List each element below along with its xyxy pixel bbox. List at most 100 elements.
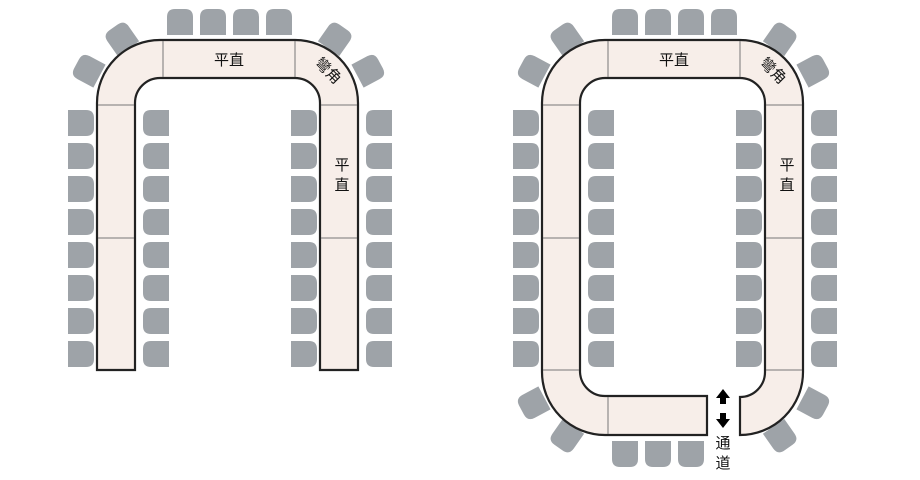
seat (266, 9, 292, 35)
seat (143, 242, 169, 268)
seat (366, 143, 392, 169)
seat (513, 275, 539, 301)
loop-top-seats (612, 9, 737, 35)
seat (167, 9, 193, 35)
seat (645, 441, 671, 467)
seat (736, 308, 762, 334)
loop-bottom-seats (612, 441, 704, 467)
seat (366, 275, 392, 301)
label-straight-side: 平直 (334, 156, 349, 194)
seat (143, 176, 169, 202)
seat (513, 143, 539, 169)
seat (68, 308, 94, 334)
seat (612, 9, 638, 35)
seat (588, 209, 614, 235)
seat (291, 209, 317, 235)
seat (68, 275, 94, 301)
u-table-joints (98, 41, 357, 239)
seat (736, 341, 762, 367)
seat (612, 441, 638, 467)
seat (588, 275, 614, 301)
seat (736, 242, 762, 268)
seat (588, 176, 614, 202)
seat (811, 209, 837, 235)
seat (291, 275, 317, 301)
seat (736, 110, 762, 136)
u-left-inner-seats (143, 110, 169, 367)
seat (678, 9, 704, 35)
up-arrow-icon (716, 389, 730, 404)
seat (736, 275, 762, 301)
seat (68, 209, 94, 235)
seat (291, 143, 317, 169)
u-right-outer-seats (366, 110, 392, 367)
seat (811, 176, 837, 202)
u-table (95, 38, 360, 372)
seat (143, 341, 169, 367)
seat (233, 9, 259, 35)
seat (291, 110, 317, 136)
seat (68, 242, 94, 268)
down-arrow-icon (716, 413, 730, 428)
seat (513, 176, 539, 202)
seat (736, 176, 762, 202)
seat (366, 176, 392, 202)
seat (678, 441, 704, 467)
seat (736, 143, 762, 169)
seat (513, 209, 539, 235)
seat (645, 9, 671, 35)
loop-left-inner-seats (588, 110, 614, 367)
seat (811, 110, 837, 136)
seat (351, 52, 387, 88)
seat (366, 308, 392, 334)
seat (291, 341, 317, 367)
seat (736, 209, 762, 235)
seat (143, 143, 169, 169)
u-shape-layout: 平直 彎角 平直 (68, 9, 392, 372)
seat (811, 341, 837, 367)
seat (811, 242, 837, 268)
seat (588, 308, 614, 334)
seat (811, 275, 837, 301)
seat (513, 308, 539, 334)
loop-table-main (540, 38, 805, 437)
seat (588, 341, 614, 367)
seat (68, 176, 94, 202)
seat (68, 143, 94, 169)
seat (588, 143, 614, 169)
seat (143, 308, 169, 334)
label-straight-top: 平直 (659, 51, 689, 69)
seat (588, 110, 614, 136)
loop-left-outer-seats (513, 110, 539, 367)
seat (291, 242, 317, 268)
seat (711, 9, 737, 35)
seat (366, 209, 392, 235)
seat (366, 341, 392, 367)
seat (513, 242, 539, 268)
seat (811, 308, 837, 334)
seat (143, 275, 169, 301)
seat (68, 110, 94, 136)
seat (291, 176, 317, 202)
seat (68, 341, 94, 367)
closed-loop-layout: 平直 彎角 平直 通道 (513, 9, 837, 472)
seat (513, 341, 539, 367)
seat (143, 110, 169, 136)
loop-table-joints (543, 41, 802, 434)
seat (796, 386, 832, 422)
label-aisle: 通道 (715, 434, 730, 472)
u-left-outer-seats (68, 110, 94, 367)
seat (811, 143, 837, 169)
label-straight-side: 平直 (779, 156, 794, 194)
seat (143, 209, 169, 235)
seat (366, 110, 392, 136)
u-right-inner-seats (291, 110, 317, 367)
label-straight-top: 平直 (214, 51, 244, 69)
seat (796, 52, 832, 88)
seat (291, 308, 317, 334)
loop-right-inner-seats (736, 110, 762, 367)
loop-right-outer-seats (811, 110, 837, 367)
seat (366, 242, 392, 268)
u-top-seats (167, 9, 292, 35)
